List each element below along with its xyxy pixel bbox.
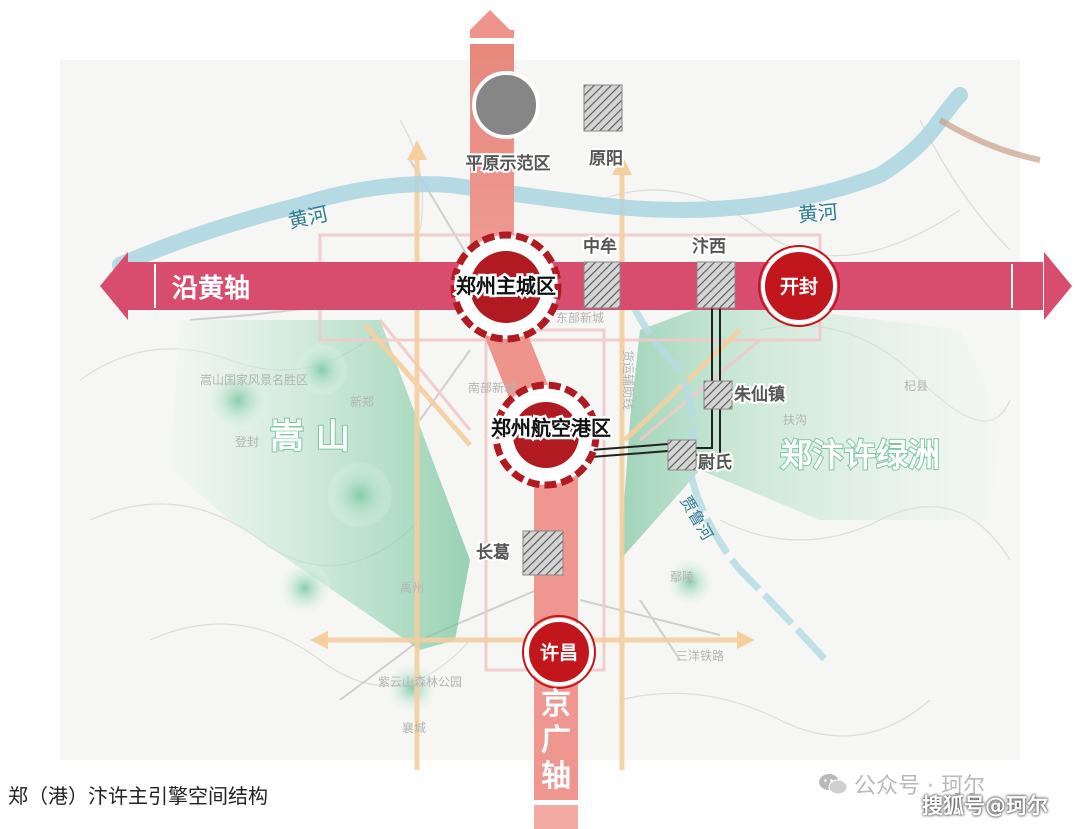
green-oasis-label: 郑汴许绿洲 bbox=[780, 436, 940, 474]
airport-zone-node bbox=[492, 381, 600, 489]
yellow-river bbox=[112, 87, 968, 273]
changge-label: 长葛 bbox=[476, 542, 510, 563]
pingyuan-label: 平原示范区 bbox=[466, 153, 551, 174]
jialu-river bbox=[626, 298, 833, 668]
airport-zone-label: 郑州航空港区 bbox=[491, 416, 611, 440]
north-south-axis-char: 广 bbox=[541, 723, 571, 758]
faint-label: 新郑 bbox=[350, 394, 374, 409]
faint-label: 杞县 bbox=[904, 379, 928, 393]
park-circle bbox=[280, 563, 330, 613]
bianxi-node bbox=[696, 261, 736, 309]
zhengzhou-core-node bbox=[450, 231, 562, 343]
zhongmu-node bbox=[583, 261, 621, 309]
north-south-axis-char: 京 bbox=[541, 687, 571, 722]
faint-label: 襄城 bbox=[402, 720, 426, 735]
zhuxianzhen-node bbox=[703, 380, 733, 410]
east-west-axis-label: 沿黄轴 bbox=[172, 274, 250, 304]
yuanyang-node bbox=[583, 84, 623, 132]
watermark-account-text: 公众号 · 珂尔 bbox=[854, 774, 985, 799]
secondary-arrowheads bbox=[310, 140, 755, 649]
watermark-account: 公众号 · 珂尔 bbox=[818, 768, 985, 800]
oasis-green-region bbox=[620, 300, 1000, 560]
zhengzhou-core-label: 郑州主城区 bbox=[456, 274, 556, 298]
faint-label: 扶沟 bbox=[783, 412, 807, 427]
songshan-label: 嵩 山 bbox=[270, 417, 350, 457]
faint-label: 嵩山国家风景名胜区 bbox=[200, 372, 308, 387]
wechat-icon bbox=[819, 774, 848, 795]
xuchang-label: 许昌 bbox=[540, 641, 578, 664]
north-south-axis-label: 京广轴 bbox=[541, 687, 571, 794]
river-upstream bbox=[938, 117, 1041, 163]
park-circle bbox=[208, 370, 268, 430]
west-arrow bbox=[100, 252, 128, 320]
faint-label: 东部新城 bbox=[556, 310, 604, 325]
faint-label: 登封 bbox=[235, 434, 259, 449]
zhongmu-label: 中牟 bbox=[583, 236, 617, 257]
weishi-node bbox=[667, 439, 697, 471]
faint-label: 三洋铁路 bbox=[676, 648, 724, 663]
yellow-river-label-east: 黄河 bbox=[797, 199, 839, 226]
north-south-axis-char: 轴 bbox=[541, 759, 571, 794]
faint-label: 鄢陵 bbox=[670, 570, 694, 584]
faint-label: 紫云山森林公园 bbox=[378, 674, 462, 689]
faint-label: 南部新城 bbox=[468, 380, 516, 395]
faint-label: 货运辅助线 bbox=[621, 350, 636, 410]
pingyuan-node bbox=[472, 71, 540, 139]
kaifeng-node bbox=[758, 245, 840, 327]
rail-connection bbox=[590, 306, 721, 458]
kaifeng-label: 开封 bbox=[780, 275, 818, 298]
east-arrow bbox=[1044, 252, 1072, 320]
xuchang-node bbox=[522, 615, 596, 689]
park-circle bbox=[668, 560, 712, 604]
bianxi-label: 汴西 bbox=[692, 236, 726, 257]
faint-label: 禹州 bbox=[400, 581, 424, 595]
weishi-label: 尉氏 bbox=[698, 453, 732, 473]
park-circle bbox=[388, 664, 436, 712]
watermark-site: 搜狐号@珂尔 bbox=[922, 794, 1048, 818]
zhuxianzhen-label: 朱仙镇 bbox=[734, 384, 785, 405]
park-circle bbox=[297, 345, 347, 395]
yuanyang-label: 原阳 bbox=[589, 149, 623, 169]
park-circle bbox=[328, 463, 392, 527]
figure-caption: 郑（港）汴许主引擎空间结构 bbox=[8, 784, 268, 808]
changge-node bbox=[522, 530, 564, 576]
